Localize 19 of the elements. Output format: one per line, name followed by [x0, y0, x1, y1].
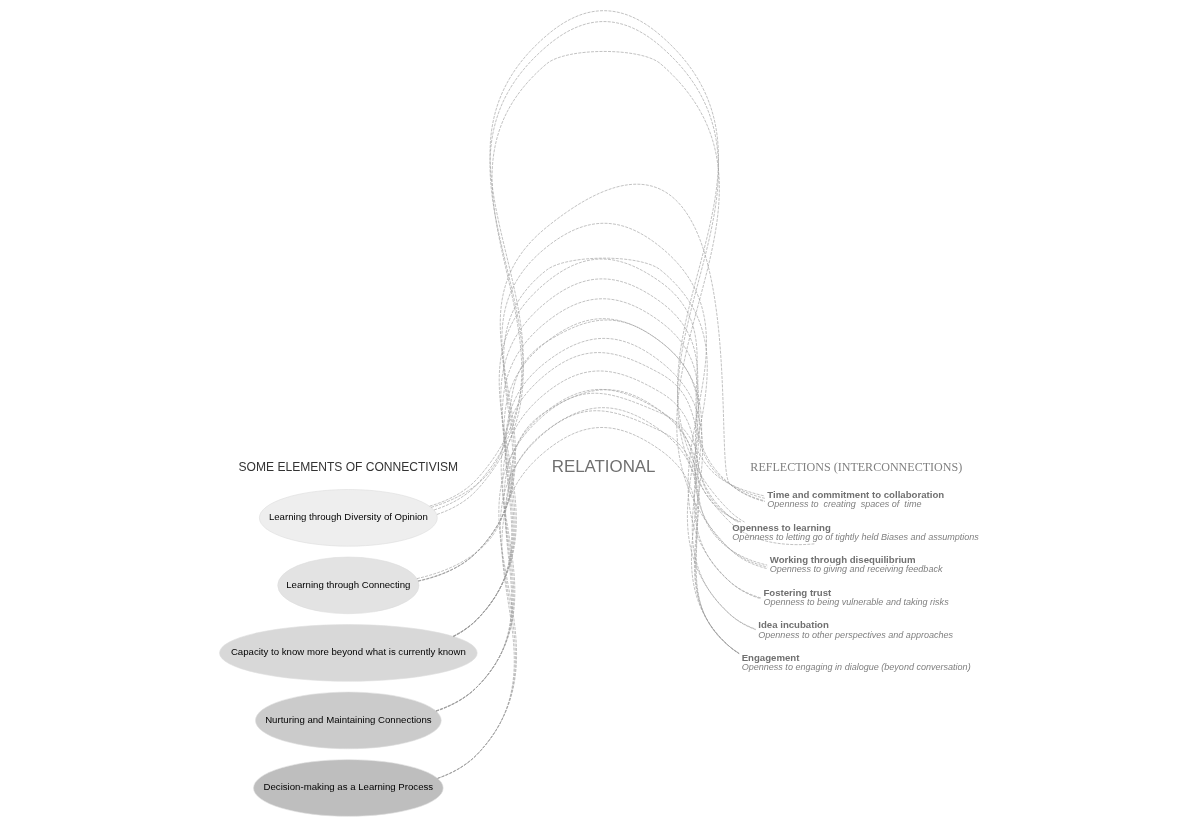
- label: REFLECTIONS (INTERCONNECTIONS): [749, 459, 962, 474]
- connector: [433, 51, 768, 569]
- label: SOME ELEMENTS OF CONNECTIVISM: [238, 459, 458, 474]
- node-text: Openness to learning Openness to letting go of tightly held Biases and assumptions: [731, 521, 979, 542]
- node-text: Engagement Openness to engaging in dialogue (beyond conversation): [741, 651, 971, 673]
- node-text: Time and commitment to collaboration Openness to creating spaces of time: [766, 489, 944, 510]
- node-text: Working through disequilibrium Openness to giving and receiving feedback: [769, 554, 942, 575]
- label: RELATIONAL: [551, 456, 656, 476]
- connector: [436, 21, 815, 545]
- node-ellipse: Decision-making as a Learning Process: [252, 759, 443, 817]
- node-ellipse: Capacity to know more beyond what is currently known: [218, 624, 477, 682]
- connector: [452, 338, 739, 655]
- connector: [416, 389, 740, 654]
- connector: [428, 10, 745, 523]
- node-ellipse: Nurturing and Maintaining Connections: [254, 691, 442, 750]
- node-ellipse: Learning through Connecting: [276, 556, 419, 614]
- node-ellipse: Learning through Diversity of Opinion: [258, 489, 438, 547]
- node-text: Fostering trust Openness to being vulnerable and taking risks: [762, 586, 949, 607]
- node-text: Idea incubation Openness to other perspectives and approaches: [757, 619, 953, 640]
